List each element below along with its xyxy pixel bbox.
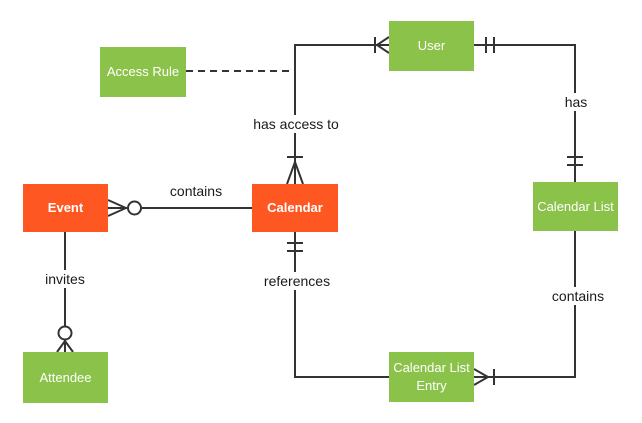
entity-attendee[interactable]: Attendee <box>23 352 108 403</box>
one-and-only-one-icon <box>287 242 303 252</box>
entity-calendar[interactable]: Calendar <box>252 184 338 232</box>
entity-access-rule[interactable]: Access Rule <box>100 47 186 97</box>
relationship-label-has-access-to: has access to <box>249 115 343 133</box>
relationship-label-has: has <box>560 93 592 111</box>
relationship-label-references: references <box>259 272 335 290</box>
relationship-line-contains-calendarlist-entry <box>473 231 576 386</box>
entity-event[interactable]: Event <box>23 184 108 232</box>
relationship-line-invites <box>56 232 74 353</box>
one-or-many-icon <box>374 36 390 54</box>
one-or-many-icon <box>473 368 495 386</box>
one-or-many-icon <box>286 156 304 185</box>
entity-user[interactable]: User <box>389 21 474 71</box>
relationship-line-has <box>474 37 583 182</box>
entity-calendar-list[interactable]: Calendar List <box>533 182 618 231</box>
one-and-only-one-icon <box>485 37 495 53</box>
zero-or-many-icon <box>56 325 74 353</box>
relationship-line-has-access-to <box>286 36 390 185</box>
relationship-label-contains-event-calendar: contains <box>165 182 227 200</box>
zero-or-many-icon <box>107 199 142 217</box>
relationship-label-contains-calendarlist-entry: contains <box>547 287 609 305</box>
entity-calendar-list-entry[interactable]: Calendar List Entry <box>389 352 474 402</box>
relationship-line-contains-event-calendar <box>107 199 252 217</box>
one-and-only-one-icon <box>567 156 583 166</box>
relationship-label-invites: invites <box>41 270 89 288</box>
relationship-line-references <box>287 232 389 378</box>
